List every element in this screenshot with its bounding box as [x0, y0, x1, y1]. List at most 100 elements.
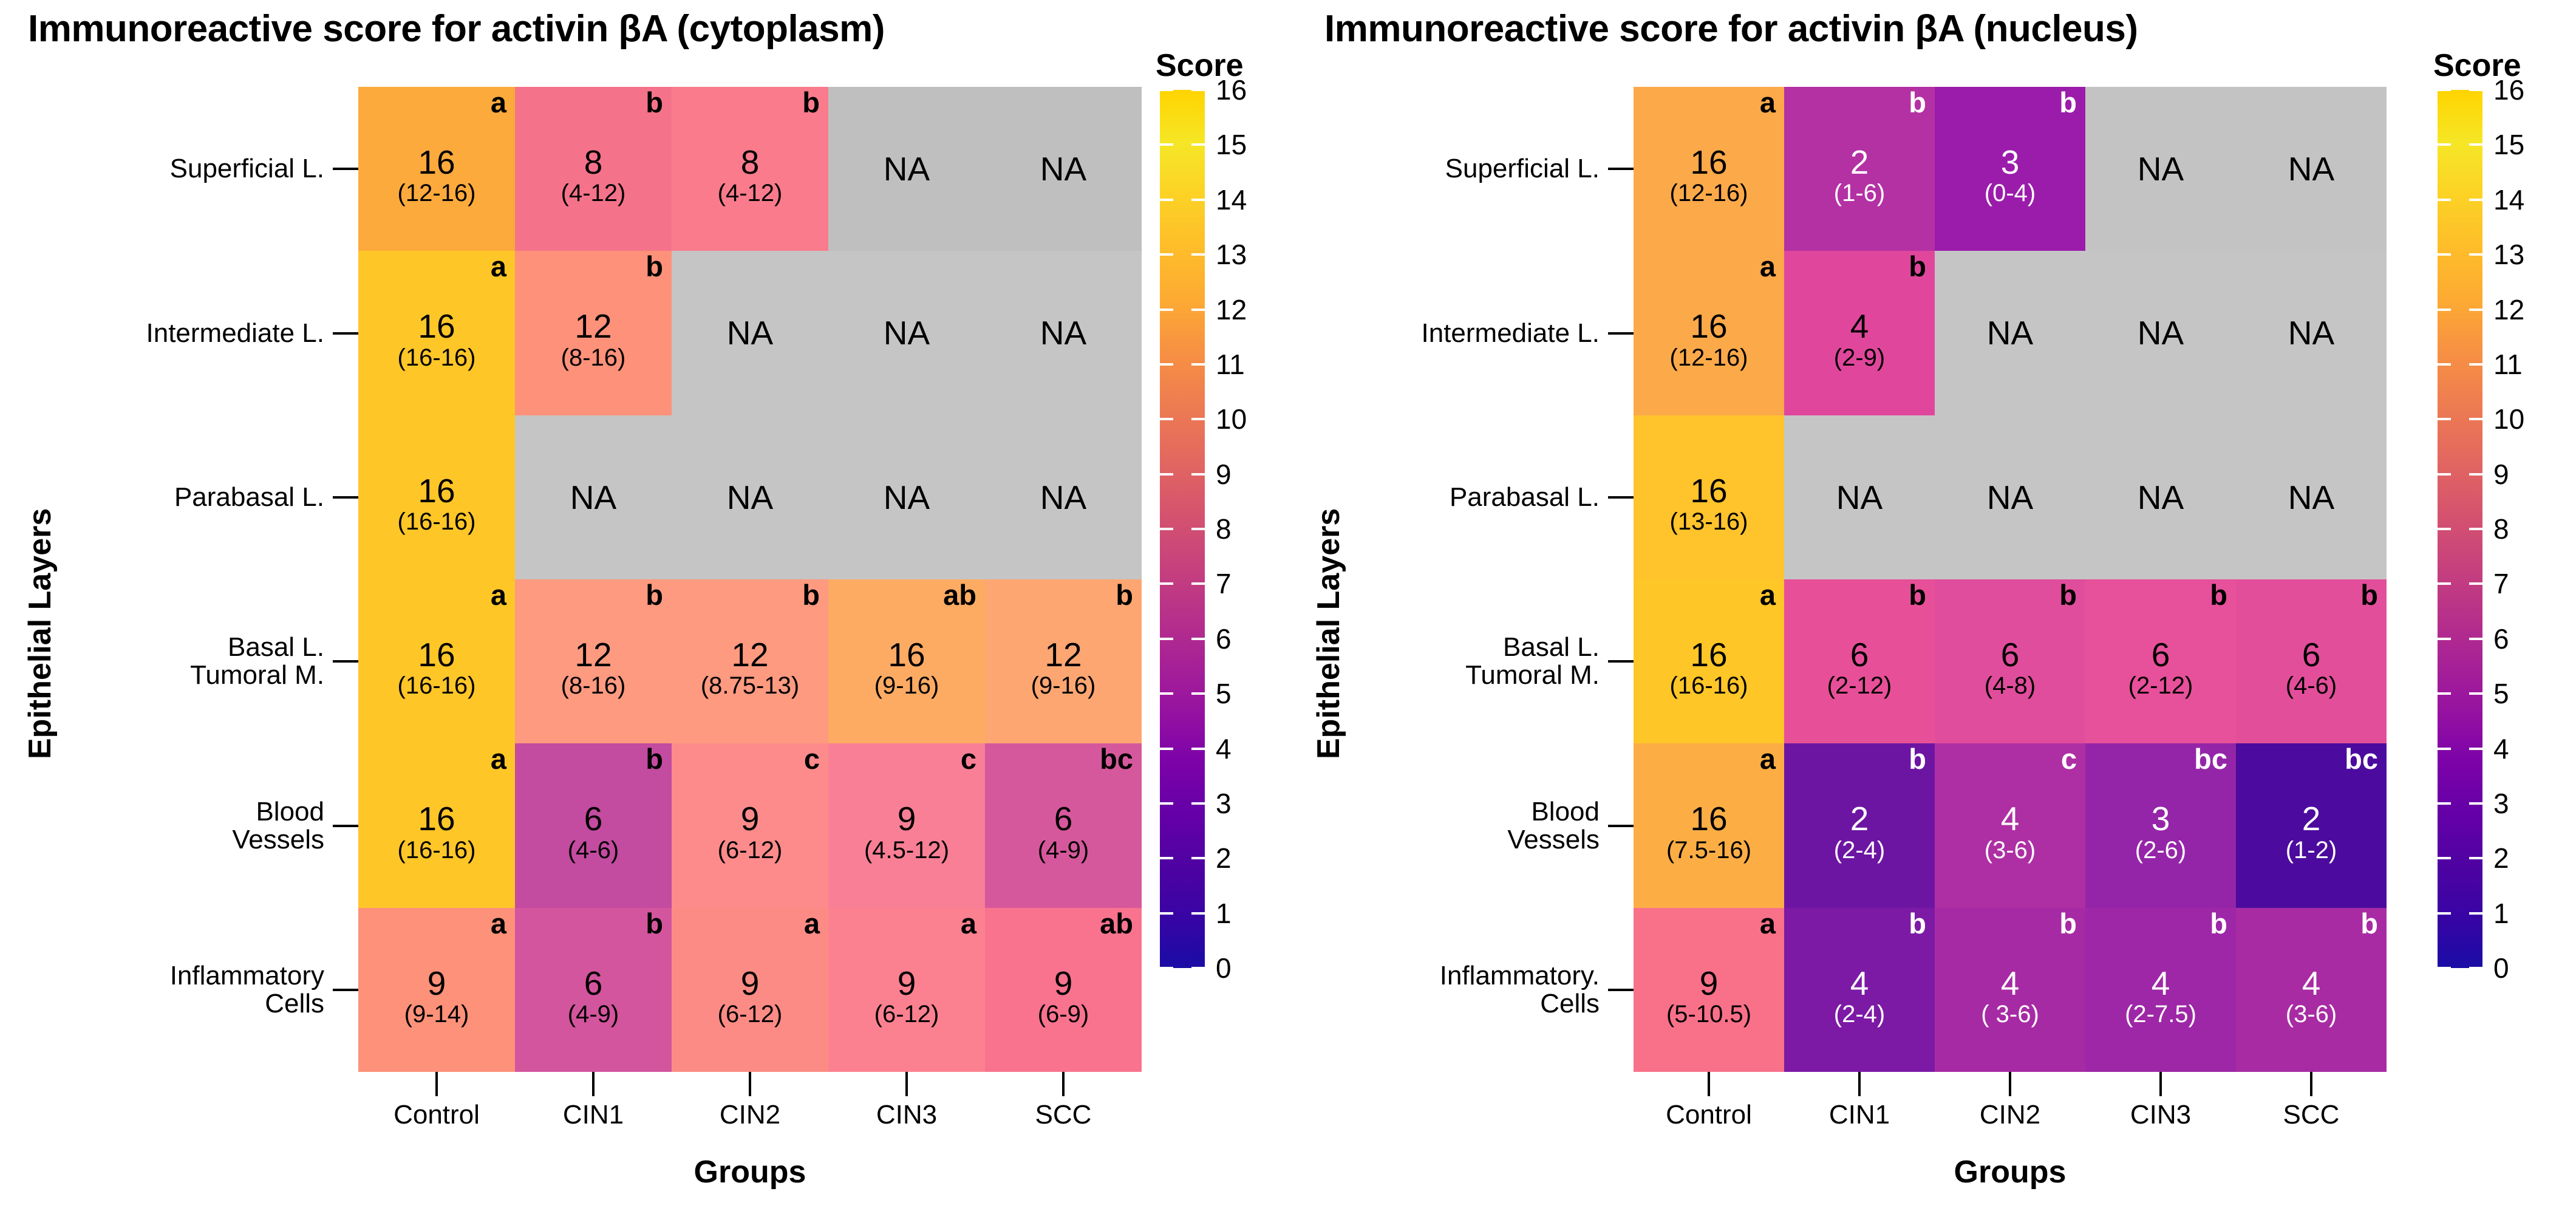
- colorbar-tick-label-16: 16: [2493, 74, 2525, 106]
- cell-median-value: 12: [574, 636, 612, 674]
- x-tick-label: CIN3: [2130, 1100, 2192, 1130]
- y-tick-mark: [1608, 168, 1634, 171]
- cell-median-value: 3: [2000, 143, 2020, 182]
- significance-letter: b: [646, 251, 663, 283]
- colorbar-tick-label-4: 4: [1216, 732, 1232, 765]
- significance-letter: c: [803, 743, 820, 776]
- x-tick-mark: [749, 1072, 751, 1096]
- cell-range-value: (12-16): [397, 180, 476, 207]
- significance-letter: a: [490, 87, 506, 118]
- cell-median-value: 4: [2000, 800, 2020, 838]
- significance-letter: b: [2059, 579, 2077, 611]
- x-tick-label: CIN2: [719, 1100, 781, 1130]
- x-tick-3: CIN3: [828, 1072, 985, 1130]
- cell-range-value: (2-12): [1827, 672, 1892, 700]
- x-tick-1: CIN1: [1784, 1072, 1935, 1130]
- y-tick-label: Intermediate L.: [1421, 318, 1600, 348]
- cell-median-value: 16: [1690, 800, 1728, 838]
- x-tick-label: CIN1: [562, 1100, 624, 1130]
- x-tick-mark: [1858, 1072, 1861, 1096]
- colorbar-tick-label-0: 0: [2493, 952, 2509, 984]
- y-tick-mark: [333, 496, 358, 499]
- cell-median-value: 16: [1690, 143, 1728, 182]
- cell-median-value: 12: [574, 307, 612, 346]
- cell-median-value: NA: [2288, 150, 2335, 188]
- heatmap-cell-cytoplasm-r2-c3: NA: [828, 415, 985, 579]
- heatmap-cell-cytoplasm-r2-c2: NA: [672, 415, 828, 579]
- cell-median-value: 16: [418, 800, 455, 838]
- colorbar-tick-label-15: 15: [1216, 129, 1247, 161]
- cell-median-value: 16: [418, 143, 455, 182]
- cell-median-value: 16: [418, 636, 455, 674]
- colorbar-tick-label-9: 9: [1216, 458, 1232, 490]
- panel-cytoplasm: Immunoreactive score for activin βA (cyt…: [22, 8, 1247, 1190]
- significance-letter: b: [646, 907, 663, 939]
- colorbar-tick-label-8: 8: [2493, 513, 2509, 545]
- cell-median-value: NA: [883, 478, 930, 516]
- cell-range-value: (2-9): [1833, 344, 1886, 371]
- x-tick-2: CIN2: [672, 1072, 828, 1130]
- colorbar-cytoplasm: [1160, 89, 1205, 969]
- cell-range-value: (16-16): [397, 344, 476, 371]
- colorbar-title-cytoplasm: Score: [1156, 48, 1244, 83]
- cell-range-value: (8-16): [561, 672, 626, 700]
- cell-median-value: 6: [584, 964, 603, 1002]
- significance-letter: a: [1759, 907, 1776, 939]
- cell-range-value: (8-16): [561, 344, 626, 371]
- y-tick-mark: [333, 168, 358, 171]
- cell-median-value: NA: [2288, 314, 2335, 352]
- heatmap-cell-cytoplasm-r1-c0: a 16(16-16): [358, 251, 515, 415]
- cell-median-value: 2: [1850, 800, 1869, 838]
- cell-range-value: (4.5-12): [864, 836, 950, 864]
- cell-range-value: (2-7.5): [2125, 1000, 2196, 1028]
- colorbar-tick-label-10: 10: [2493, 403, 2525, 435]
- cell-range-value: (9-16): [1031, 672, 1096, 700]
- colorbar-tick-label-2: 2: [2493, 842, 2509, 875]
- heatmap-cell-nucleus-r2-c0: 16(13-16): [1634, 415, 1784, 579]
- cell-median-value: 4: [2151, 964, 2170, 1002]
- x-tick-mark: [2159, 1072, 2162, 1096]
- significance-letter: a: [490, 251, 506, 283]
- heatmap-cell-nucleus-r1-c4: NA: [2236, 251, 2387, 415]
- significance-letter: a: [1759, 251, 1776, 283]
- heatmap-cell-cytoplasm-r2-c0: 16(16-16): [358, 415, 515, 579]
- significance-letter: b: [1909, 579, 1926, 611]
- cell-median-value: 6: [1850, 636, 1869, 674]
- cell-median-value: 8: [584, 143, 603, 182]
- cell-median-value: 16: [418, 307, 455, 346]
- cell-median-value: NA: [726, 478, 774, 516]
- heatmap-cell-nucleus-r2-c4: NA: [2236, 415, 2387, 579]
- cell-median-value: NA: [1040, 478, 1087, 516]
- significance-letter: b: [1909, 743, 1926, 776]
- y-tick-mark: [333, 824, 358, 827]
- heatmap-cell-nucleus-r1-c3: NA: [2085, 251, 2236, 415]
- y-tick-mark: [333, 988, 358, 991]
- significance-letter: b: [2360, 579, 2378, 611]
- cell-median-value: NA: [2288, 478, 2335, 516]
- significance-letter: b: [1909, 87, 1926, 118]
- heatmap-cell-nucleus-r2-c1: NA: [1784, 415, 1935, 579]
- y-tick-label: Parabasal L.: [174, 482, 324, 512]
- colorbar-tick-label-3: 3: [2493, 787, 2509, 819]
- cell-median-value: NA: [1040, 314, 1087, 352]
- heatmap-cell-cytoplasm-r0-c3: NA: [828, 87, 985, 251]
- colorbar-title-nucleus: Score: [2433, 48, 2521, 83]
- colorbar-tick-label-15: 15: [2493, 129, 2525, 161]
- x-tick-3: CIN3: [2085, 1072, 2236, 1130]
- significance-letter: a: [960, 907, 976, 939]
- significance-letter: a: [490, 743, 506, 776]
- cell-range-value: (5-10.5): [1666, 1000, 1752, 1028]
- x-tick-mark: [435, 1072, 438, 1096]
